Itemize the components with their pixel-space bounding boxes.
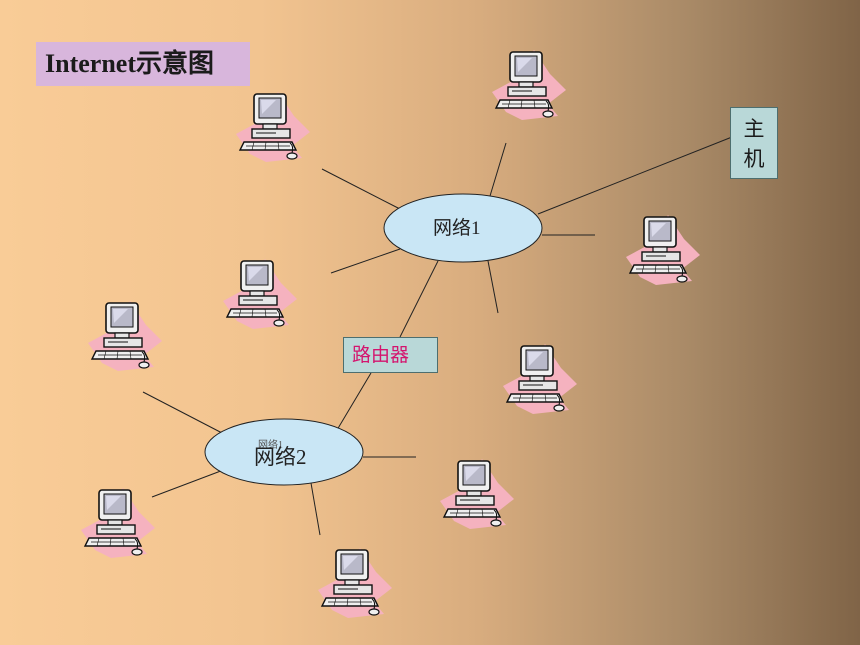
desktop-computer-icon bbox=[618, 211, 706, 289]
network2-overlap-label: 网络1 bbox=[258, 440, 283, 451]
link-net2-bottomleft bbox=[151, 468, 227, 498]
host-label-line2: 机 bbox=[743, 147, 765, 171]
host-label-line1: 主 bbox=[743, 117, 765, 141]
desktop-computer-icon bbox=[310, 544, 398, 622]
network1-label: 网络1 bbox=[433, 218, 481, 239]
network2-label: 网络2 bbox=[254, 445, 307, 469]
link-net1-bottomright bbox=[487, 260, 499, 314]
desktop-computer-icon bbox=[432, 455, 520, 533]
link-net2-topleft bbox=[142, 391, 225, 435]
link-net2-bottom bbox=[310, 482, 321, 536]
link-net1-left bbox=[330, 248, 401, 274]
link-net1-topright bbox=[489, 142, 507, 197]
network2-ellipse bbox=[204, 418, 364, 486]
desktop-computer-icon bbox=[73, 484, 161, 562]
desktop-computer-icon bbox=[215, 255, 303, 333]
host-box: 主 机 bbox=[730, 107, 778, 179]
router-box: 路由器 bbox=[343, 337, 438, 373]
network1-ellipse bbox=[383, 193, 543, 263]
desktop-computer-icon bbox=[80, 297, 168, 375]
link-router-net1 bbox=[399, 260, 439, 338]
diagram-title: Internet示意图 bbox=[36, 42, 250, 86]
link-net1-host bbox=[537, 136, 733, 215]
link-router-net2 bbox=[336, 372, 372, 431]
desktop-computer-icon bbox=[484, 46, 572, 124]
desktop-computer-icon bbox=[495, 340, 583, 418]
desktop-computer-icon bbox=[228, 88, 316, 166]
link-net1-topleft bbox=[321, 168, 401, 210]
